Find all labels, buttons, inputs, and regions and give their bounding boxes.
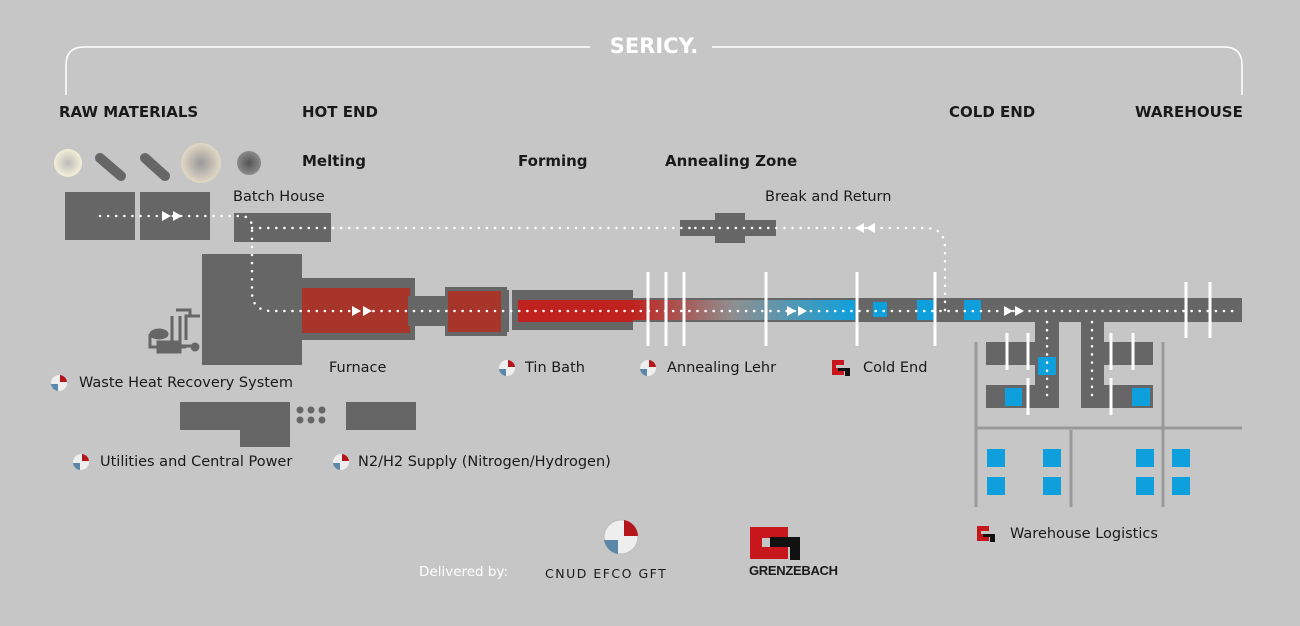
- grenzebach-logo-mark: [750, 527, 802, 560]
- lehr-dividers: [646, 272, 1212, 346]
- section-cold-end: COLD END: [949, 103, 1036, 121]
- cnud-icon: [499, 360, 515, 376]
- zone-forming: Forming: [518, 152, 588, 170]
- page-title: SERICY.: [609, 34, 699, 58]
- utility-tanks: [296, 406, 326, 424]
- raw-material-cullet: [181, 143, 221, 183]
- label-cold-end: Cold End: [863, 360, 928, 376]
- raw-material-pill: [140, 153, 170, 181]
- cnud-icon: [73, 454, 89, 470]
- warehouse-grid: [974, 342, 1242, 507]
- label-break-and-return: Break and Return: [765, 189, 892, 205]
- batch-house-box: [234, 213, 331, 242]
- cnud-icon: [333, 454, 349, 470]
- flow-arrows: [162, 211, 1024, 316]
- label-tin-bath: Tin Bath: [525, 360, 585, 376]
- flow-path: [98, 214, 1242, 402]
- label-n2h2: N2/H2 Supply (Nitrogen/Hydrogen): [358, 454, 611, 470]
- n2h2-building: [346, 402, 416, 430]
- section-hot-end: HOT END: [302, 103, 379, 121]
- raw-material-dark: [237, 151, 261, 175]
- cnud-icon: [640, 360, 656, 376]
- label-waste-heat: Waste Heat Recovery System: [79, 375, 293, 391]
- label-furnace: Furnace: [329, 360, 387, 376]
- cnud-efco-logo-mark: [603, 519, 639, 555]
- glass-plate: [873, 302, 887, 317]
- bracket-line: [65, 46, 1243, 95]
- grenzebach-icon: [977, 526, 995, 542]
- cnud-efco-logo-text: CNUD EFCO GFT: [545, 566, 668, 581]
- label-warehouse-logistics: Warehouse Logistics: [1010, 526, 1158, 542]
- grenzebach-icon: [832, 360, 850, 376]
- raw-material-sand: [54, 149, 82, 177]
- zone-annealing: Annealing Zone: [665, 152, 798, 170]
- raw-material-pill: [95, 153, 126, 181]
- delivered-by-label: Delivered by:: [419, 564, 509, 580]
- furnace-block: [202, 254, 302, 365]
- warehouse-plates: [987, 357, 1190, 495]
- label-batch-house: Batch House: [233, 189, 325, 205]
- glass-plate: [917, 300, 934, 320]
- label-utilities: Utilities and Central Power: [100, 454, 293, 470]
- zone-melting: Melting: [302, 152, 366, 170]
- section-raw-materials: RAW MATERIALS: [59, 103, 199, 121]
- grenzebach-logo-text: GRENZEBACH: [749, 563, 838, 578]
- section-warehouse: WAREHOUSE: [1135, 103, 1243, 121]
- label-annealing-lehr: Annealing Lehr: [667, 360, 777, 376]
- waste-heat-machinery-icon: [148, 308, 200, 354]
- cnud-icon: [51, 375, 67, 391]
